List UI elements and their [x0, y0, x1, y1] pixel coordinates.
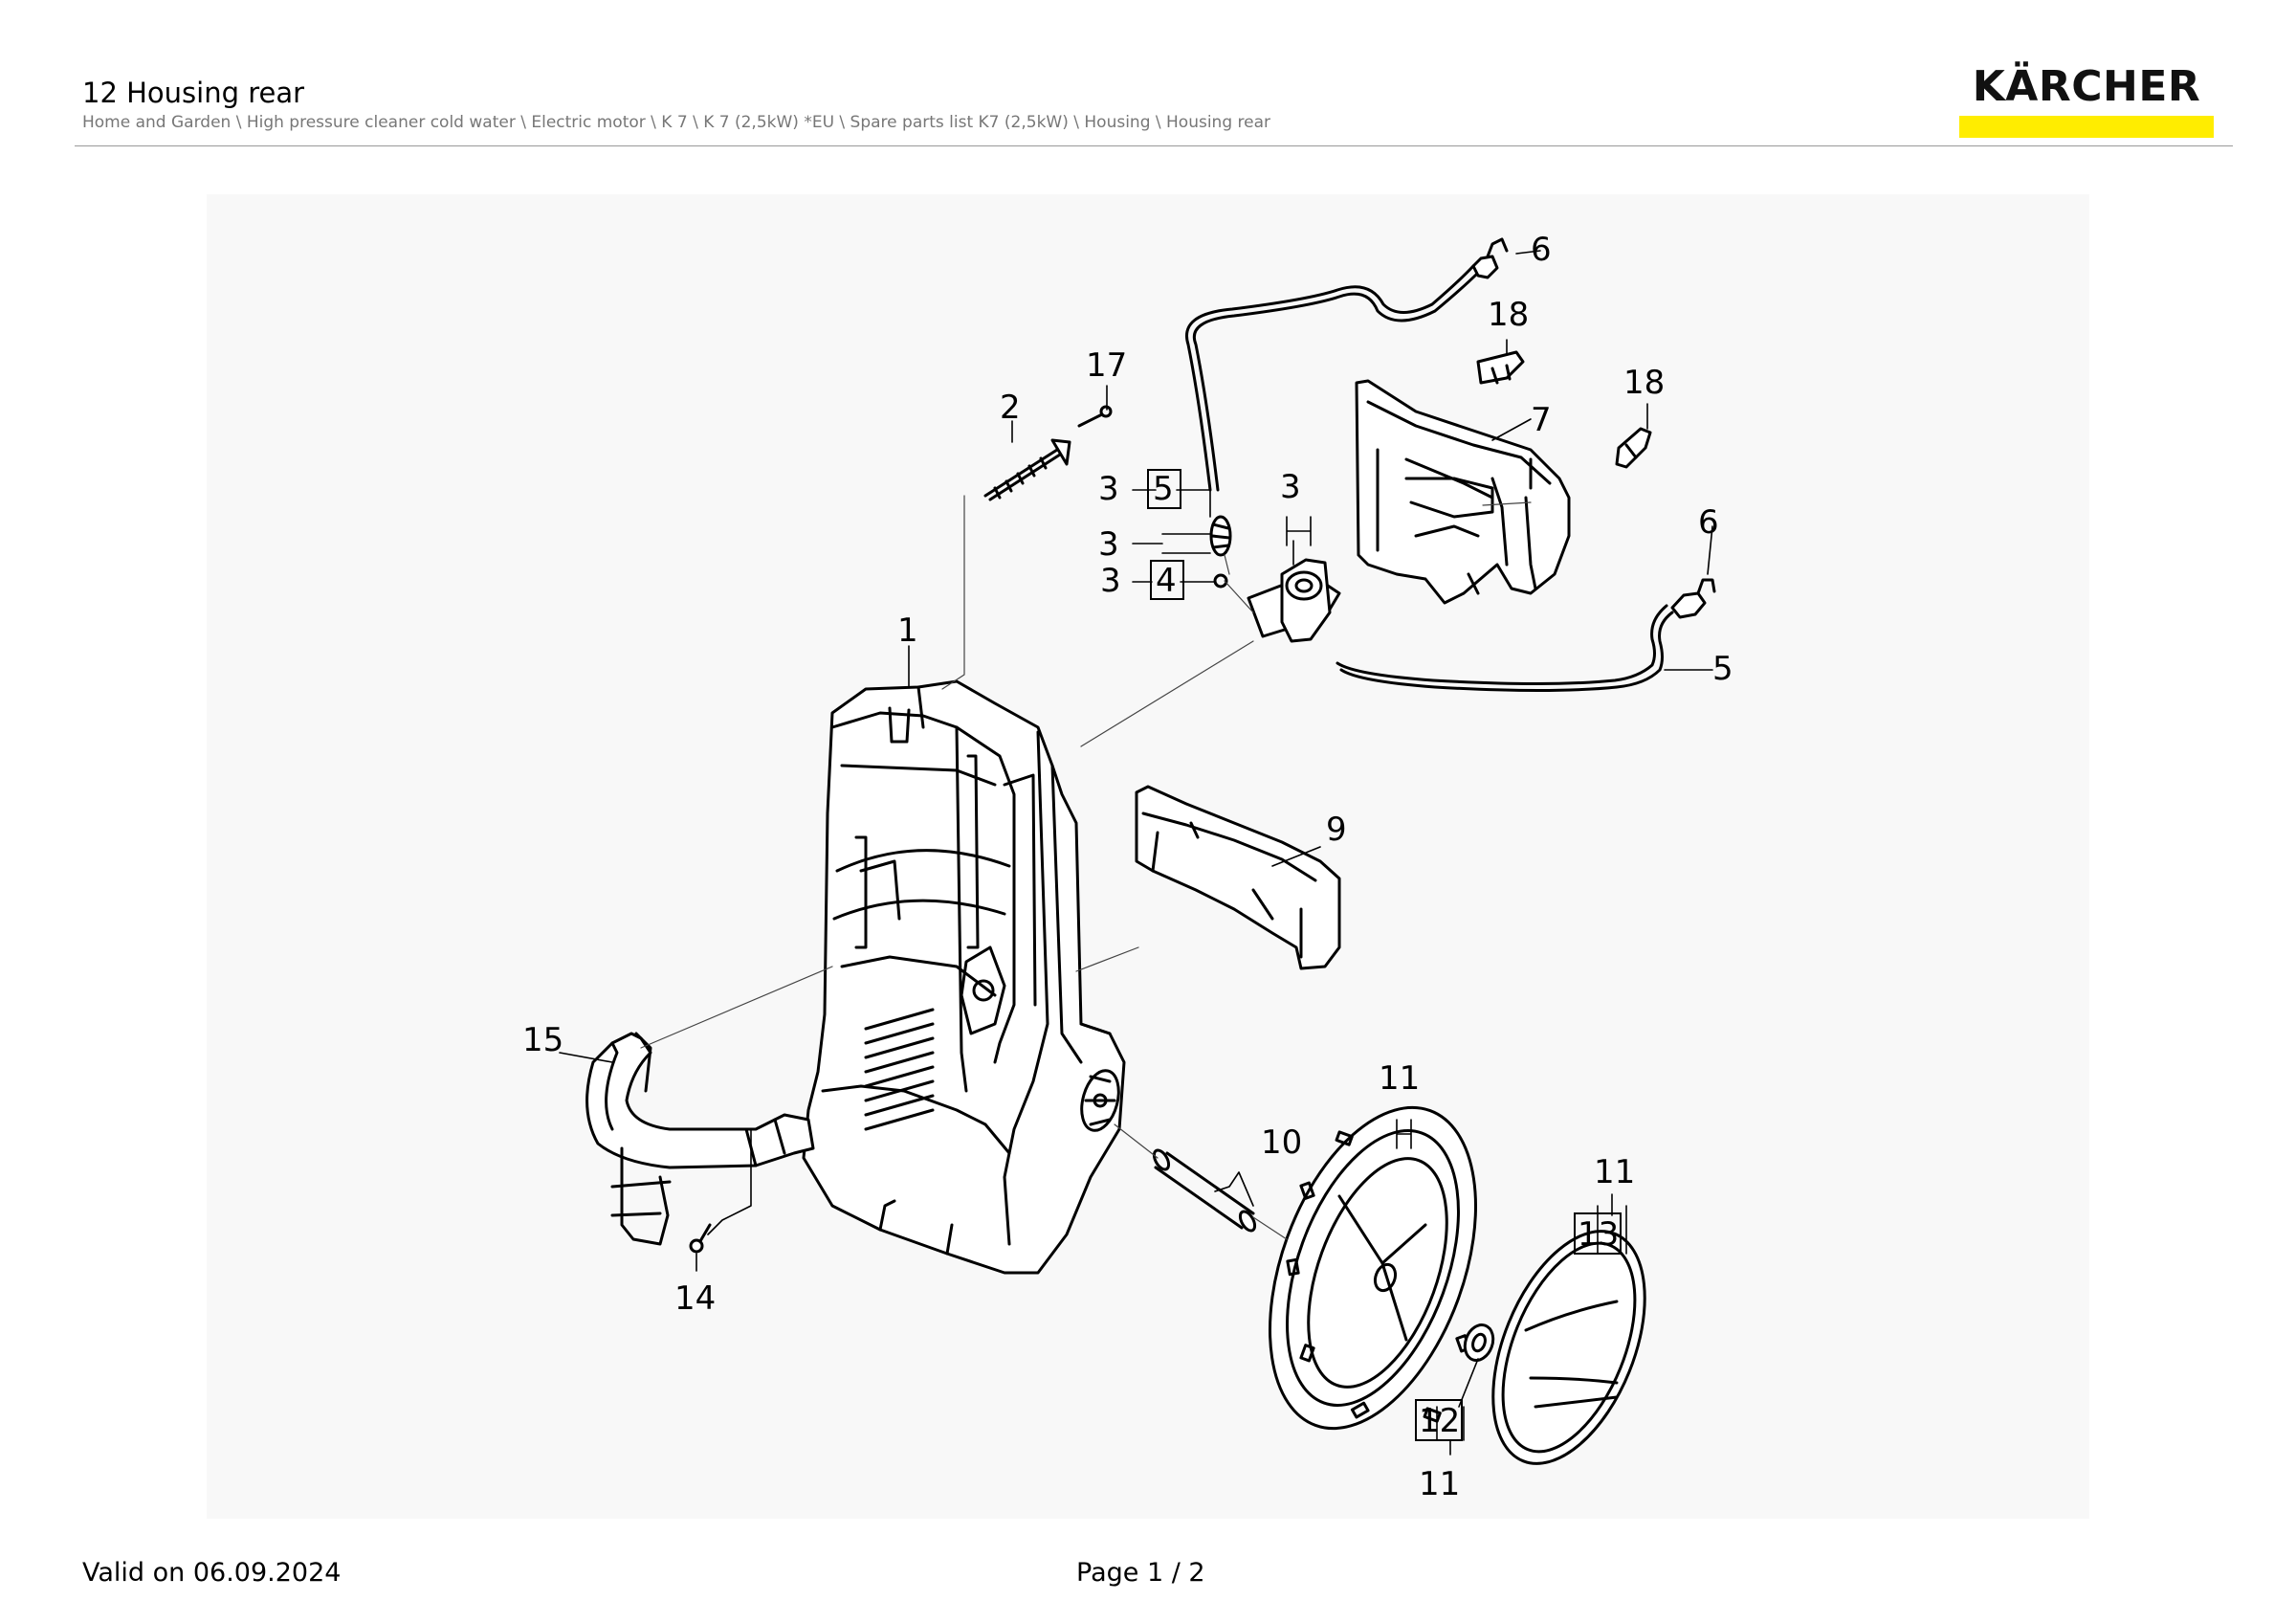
label-part-1: 1	[897, 611, 918, 650]
cover-part-7	[1355, 379, 1571, 605]
hubcap-part-13	[1491, 1230, 1646, 1465]
housing-grille	[864, 1008, 935, 1131]
label-part-11-washer: 11	[1419, 1465, 1460, 1503]
label-boxes	[1147, 469, 1622, 1441]
label-part-18-upper: 18	[1488, 296, 1529, 334]
wheel-part-11	[1269, 1105, 1477, 1431]
logo-yellow-bar	[1959, 116, 2214, 138]
cover-part-9	[1135, 785, 1341, 970]
label-part-13-boxed: 13	[1578, 1215, 1619, 1254]
label-part-2: 2	[1000, 389, 1021, 427]
screw-part-14	[689, 1223, 712, 1254]
exploded-parts-diagram: 6 18 17 2 18 7 3 5 3 3 6 3 4 1 5 9 15 11…	[207, 194, 2089, 1519]
label-part-11-cap: 11	[1594, 1153, 1635, 1191]
o-ring-part-4	[1213, 573, 1228, 589]
label-part-9: 9	[1326, 811, 1347, 849]
connector-part-6-upper	[1471, 237, 1509, 279]
label-box-12	[1415, 1399, 1463, 1441]
clip-part-18-b	[1615, 427, 1652, 469]
page-title: 12 Housing rear	[82, 77, 305, 109]
label-box-4	[1150, 560, 1184, 600]
diagram-svg: 6 18 17 2 18 7 3 5 3 3 6 3 4 1 5 9 15 11…	[522, 231, 1733, 1503]
label-part-12-boxed: 12	[1419, 1402, 1460, 1440]
label-part-5-lower: 5	[1712, 650, 1733, 688]
label-part-5-boxed: 5	[1153, 470, 1174, 508]
valid-date: Valid on 06.09.2024	[82, 1558, 342, 1588]
header-divider	[75, 145, 2233, 146]
label-part-6-lower: 6	[1698, 503, 1719, 542]
washer-part-12	[1463, 1323, 1495, 1362]
label-part-14: 14	[674, 1279, 716, 1318]
label-box-13	[1574, 1212, 1622, 1255]
screw-part-17	[1077, 405, 1113, 428]
label-part-3-fitting: 3	[1280, 468, 1301, 506]
clip-part-18-a	[1476, 350, 1525, 385]
label-part-18-right: 18	[1623, 364, 1665, 402]
label-part-15: 15	[522, 1021, 563, 1059]
part-labels: 6 18 17 2 18 7 3 5 3 3 6 3 4 1 5 9 15 11…	[522, 231, 1733, 1503]
label-part-6-upper: 6	[1531, 231, 1552, 269]
label-part-3-coupling: 3	[1098, 525, 1119, 564]
hose-upper-part-5	[1185, 264, 1480, 492]
screw-part-2	[983, 438, 1071, 501]
axle-part-10	[1152, 1148, 1257, 1233]
housing-rear-part-1	[802, 679, 1126, 1275]
coupling-part-3	[1209, 515, 1232, 557]
breadcrumb: Home and Garden \ High pressure cleaner …	[82, 113, 1271, 132]
alignment-lines	[640, 495, 1532, 1240]
label-part-7: 7	[1531, 401, 1552, 439]
wheel-hub-mount	[1080, 1069, 1120, 1132]
page-number: Page 1 / 2	[1076, 1558, 1205, 1588]
connector-part-6-lower	[1670, 578, 1716, 619]
fitting-plate-part-3	[1247, 558, 1341, 643]
label-part-3-a: 3	[1098, 470, 1119, 508]
label-box-5	[1147, 469, 1181, 509]
label-part-4-boxed: 4	[1156, 562, 1177, 600]
holder-part-15	[585, 1032, 815, 1246]
label-part-3-oring: 3	[1100, 562, 1121, 600]
label-part-17: 17	[1086, 346, 1127, 385]
hose-lower-part-5	[1336, 604, 1674, 692]
label-part-10: 10	[1261, 1123, 1302, 1162]
label-part-11-wheel: 11	[1379, 1059, 1420, 1098]
karcher-logo: KÄRCHER	[1959, 63, 2214, 138]
logo-wordmark: KÄRCHER	[1972, 62, 2201, 111]
